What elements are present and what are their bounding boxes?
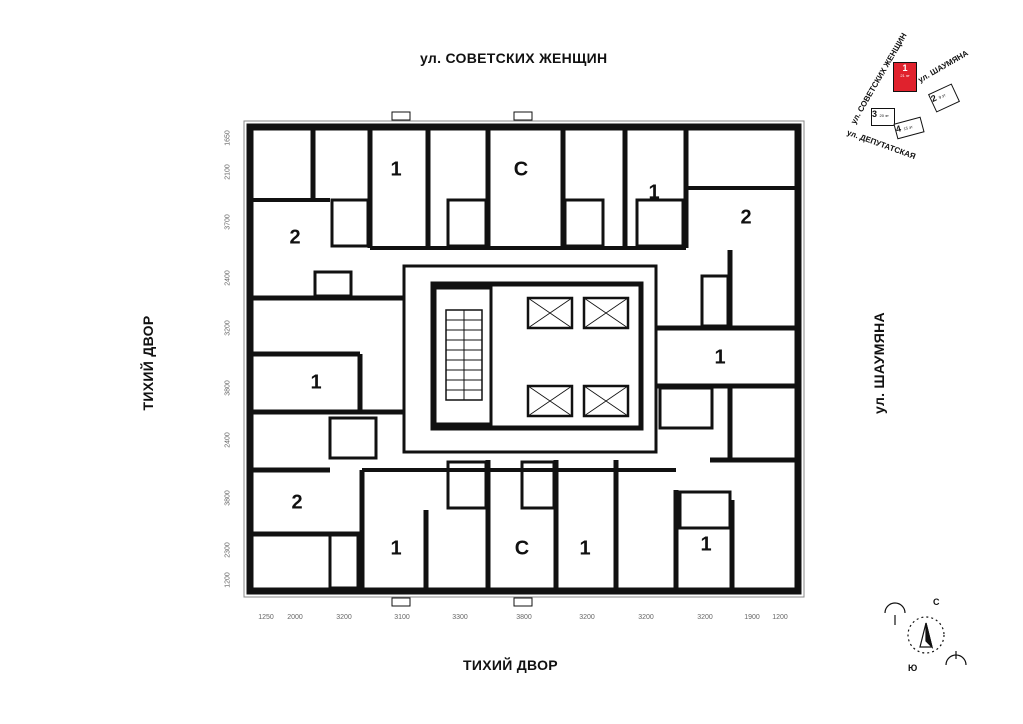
dimension-label: 2300: [224, 542, 232, 558]
apartment-label: 1: [390, 158, 402, 181]
dimension-label: 3200: [224, 320, 232, 336]
section-floors: 15 эт: [902, 124, 914, 132]
dimension-label: 3700: [224, 214, 232, 230]
compass-north-label: С: [933, 597, 940, 607]
apartment-label: 1: [648, 181, 660, 204]
apartment-label: 1: [714, 346, 726, 369]
dimension-label: 3200: [697, 614, 713, 621]
key-plan: ул. СОВЕТСКИХ ЖЕНЩИН ул. ШАУМЯНА ул. ДЕП…: [835, 31, 970, 170]
apartment-label: 1: [310, 371, 322, 394]
section-number: 4: [894, 123, 903, 135]
keyplan-section: 4 15 эт: [893, 116, 925, 140]
apartment-label: С: [513, 158, 529, 181]
dimension-label: 3200: [336, 614, 352, 621]
street-label-north: ул. СОВЕТСКИХ ЖЕНЩИН: [420, 50, 608, 66]
apartment-label: 2: [289, 226, 301, 249]
compass-icon: [884, 602, 967, 666]
apartment-label: С: [514, 537, 530, 560]
dimension-label: 3200: [579, 614, 595, 621]
compass-south-label: Ю: [908, 663, 918, 673]
dimension-label: 3800: [516, 614, 532, 621]
dimension-label: 2100: [224, 164, 232, 180]
dimension-label: 3800: [224, 380, 232, 396]
keyplan-section: 2 9 эт: [927, 83, 961, 113]
dimension-label: 2400: [224, 270, 232, 286]
dimension-label: 1200: [224, 572, 232, 588]
apartment-label: 1: [579, 537, 591, 560]
dimension-label: 1650: [224, 130, 232, 146]
street-label-south: ТИХИЙ ДВОР: [463, 657, 558, 673]
apartment-label: 2: [291, 491, 303, 514]
dimension-label: 2000: [287, 614, 303, 621]
compass: С Ю: [880, 595, 975, 680]
section-floors: 21 эт: [900, 73, 910, 78]
dimension-label: 1200: [772, 614, 788, 621]
apartment-label: 1: [390, 537, 402, 560]
apartment-label: 2: [740, 206, 752, 229]
keyplan-section: 3 20 эт: [871, 108, 895, 126]
section-floors: 20 эт: [879, 113, 889, 118]
dimension-label: 2400: [224, 432, 232, 448]
dimension-label: 3300: [452, 614, 468, 621]
section-number: 3: [872, 109, 878, 119]
section-number: 1: [902, 63, 908, 73]
section-floors: 9 эт: [937, 92, 947, 100]
dimension-label: 3200: [638, 614, 654, 621]
keyplan-section-active: 1 21 эт: [893, 62, 917, 92]
dimension-label: 1900: [744, 614, 760, 621]
dimension-label: 1250: [258, 614, 274, 621]
dimension-label: 3100: [394, 614, 410, 621]
dimension-label: 3800: [224, 490, 232, 506]
apartment-label: 1: [700, 533, 712, 556]
